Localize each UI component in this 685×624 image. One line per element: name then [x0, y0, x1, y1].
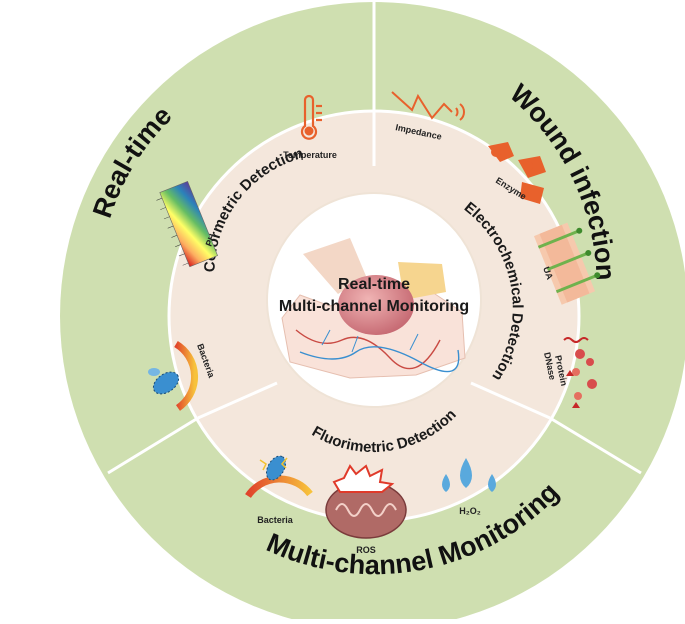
ua-electrode-icon [533, 222, 601, 305]
protein-dnase-icon [563, 337, 597, 408]
center-title-line2: Multi-channel Monitoring [279, 298, 469, 315]
label-ros: ROS [356, 545, 376, 555]
ros-mitochondrion-icon [325, 464, 407, 539]
wound-ball [338, 275, 414, 335]
label-h2o2: H₂O₂ [459, 506, 481, 516]
thermometer-icon [300, 94, 322, 140]
skin-illustration [281, 238, 466, 379]
sector-dividers [107, 2, 642, 475]
bacteria-fluorescent-icon [245, 455, 313, 499]
impedance-icon [391, 91, 465, 121]
label-bacteria-fluorimetric: Bacteria [257, 515, 294, 525]
label-temperature: Temperature [283, 150, 337, 160]
label-ph: PH [204, 232, 218, 247]
bacteria-gauge-icon [148, 340, 199, 411]
label-ua: UA [541, 265, 555, 281]
center-title-line1: Real-time [338, 276, 410, 293]
ph-strip-icon [156, 180, 218, 268]
h2o2-droplet-icon [442, 458, 496, 492]
enzyme-icon [488, 142, 546, 204]
